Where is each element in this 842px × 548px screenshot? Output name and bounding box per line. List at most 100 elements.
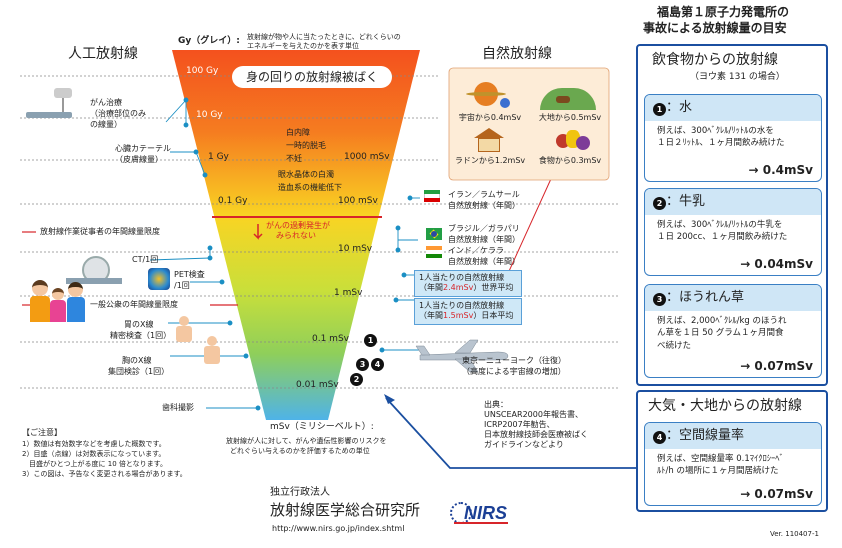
- ct-scanner-icon: [66, 256, 124, 290]
- scale-lines: [20, 75, 620, 389]
- gy-unit-label: Gy（グレイ）:: [178, 36, 240, 46]
- notes-title: 【ご注意】: [22, 428, 62, 437]
- natural-food: 食物から0.3mSv: [538, 156, 602, 165]
- source-4: 日本放射線技師会医療被ばく: [484, 430, 588, 439]
- chest-xray-2: 集団検診（1回）: [108, 367, 170, 376]
- source-3: ICRP2007年勧告、: [484, 420, 555, 429]
- marker-4: 4: [371, 358, 384, 371]
- level-10msv: 10 mSv: [338, 244, 373, 254]
- level-01gy: 0.1 Gy: [218, 196, 248, 206]
- notes-line-4: 3）この図は、予告なく変更される場合があります。: [22, 470, 187, 478]
- level-10gy: 10 Gy: [196, 110, 223, 120]
- world-average-box: 1人当たりの自然放射線 （年間2.4mSv）世界平均: [414, 270, 522, 297]
- food-panel-title: 飲食物からの放射線: [652, 52, 778, 68]
- cancer-treatment-3: の線量）: [90, 120, 122, 129]
- card-spinach: 3：ほうれん草 例えば、2,000ﾍﾞｸﾚﾙ/kg のほうれ ん草を１日 50 …: [644, 284, 822, 378]
- airplane-icon: [415, 339, 509, 373]
- food-icon: [556, 128, 592, 152]
- card-air: 4：空間線量率 例えば、空間線量率 0.1ﾏｲｸﾛｼｰﾍﾞ ﾙﾄ/h の場所に１…: [644, 422, 822, 506]
- india-2: 自然放射線（年間）: [448, 257, 520, 266]
- planets-icon: [462, 80, 514, 110]
- level-1msv: 1 mSv: [334, 288, 363, 298]
- cancer-note-2: みられない: [276, 231, 316, 240]
- panel-title-1: 福島第１原子力発電所の: [657, 5, 790, 19]
- pyramid-banner: 身の回りの放射線被ばく: [232, 66, 392, 88]
- stomach-xray-1: 胃のX線: [124, 320, 154, 329]
- version: Ver. 110407-1: [770, 530, 819, 538]
- level-01msv: 0.1 mSv: [312, 334, 349, 344]
- panel-title-2: 事故による放射線量の目安: [643, 21, 787, 35]
- treatment-bed-icon: [26, 88, 74, 122]
- source-1: 出典：: [484, 400, 508, 409]
- msv-unit-desc-1: 放射線が人に対して、がんや遺伝性影響のリスクを: [226, 437, 387, 445]
- iran-1: イラン／ラムサール: [448, 190, 520, 199]
- marker-1: 1: [364, 334, 377, 347]
- catheter-1: 心臓カテーテル: [115, 144, 171, 153]
- gy-unit-desc-1: 放射線が物や人に当たったときに、どれくらいの: [247, 33, 401, 41]
- world-1: 1人当たりの自然放射線: [419, 273, 505, 282]
- food-panel: 飲食物からの放射線 （ヨウ素 131 の場合） 1：水 例えば、300ﾍﾞｸﾚﾙ…: [636, 44, 828, 386]
- level-1gy: 1 Gy: [208, 152, 229, 162]
- india-1: インド／ケララ: [448, 246, 504, 255]
- flight-1: 東京ーニューヨーク（往復）: [462, 356, 566, 365]
- left-title: 人工放射線: [68, 46, 138, 62]
- msv-unit-desc-2: どれぐらい与えるのかを評価するための単位: [230, 447, 370, 455]
- pet-scan-icon: [148, 268, 170, 290]
- org-type: 独立行政法人: [270, 487, 330, 498]
- japan-average-box: 1人当たりの自然放射線 （年間1.5mSv）日本平均: [414, 298, 522, 325]
- notes-line-2: 2）目盛（点線）は対数表示になっています。: [22, 450, 166, 458]
- stomach-xray-2: 精密検査（1回）: [110, 331, 172, 340]
- ct-label: CT/1回: [132, 255, 159, 264]
- nirs-logo-icon: NIRS: [450, 500, 510, 526]
- catheter-2: （皮膚線量）: [115, 155, 163, 164]
- world-2: （年間2.4mSv）世界平均: [419, 283, 514, 293]
- notes-line-1: 1）数値は有効数字などを考慮した概数です。: [22, 440, 166, 448]
- org-url[interactable]: http://www.nirs.go.jp/index.shtml: [272, 524, 405, 533]
- water-value: → 0.4mSv: [748, 163, 813, 177]
- org-name: 放射線医学総合研究所: [270, 501, 421, 519]
- person-icon-2: [204, 336, 220, 364]
- natural-space: 宇宙から0.4mSv: [458, 113, 522, 122]
- level-1000msv: 1000 mSv: [344, 152, 390, 162]
- cancer-note-1: がんの過剰発生が: [266, 221, 330, 230]
- marker-2: 2: [350, 373, 363, 386]
- spinach-value: → 0.07mSv: [740, 359, 813, 373]
- level-100msv: 100 mSv: [338, 196, 378, 206]
- cancer-treatment-2: （治療部位のみ: [90, 109, 146, 118]
- dental-label: 歯科撮影: [162, 403, 194, 412]
- cancer-treatment-1: がん治療: [90, 98, 122, 107]
- pet-label-1: PET検査: [174, 270, 205, 279]
- house-icon: [474, 128, 504, 152]
- notes-line-3: 目盛がひとつ上がる度に 10 倍となります。: [22, 460, 167, 468]
- japan-2: （年間1.5mSv）日本平均: [419, 311, 514, 321]
- card-milk: 2：牛乳 例えば、300ﾍﾞｸﾚﾙ/ﾘｯﾄﾙの牛乳を １日 200cc、１ヶ月間…: [644, 188, 822, 276]
- family-icon: [30, 276, 90, 326]
- natural-earth: 大地から0.5mSv: [538, 113, 602, 122]
- air-panel-title: 大気・大地からの放射線: [648, 398, 802, 414]
- right-title: 自然放射線: [482, 46, 552, 62]
- india-flag-icon: [426, 246, 442, 258]
- card-water: 1：水 例えば、300ﾍﾞｸﾚﾙ/ﾘｯﾄﾙの水を １日２ﾘｯﾄﾙ、１ヶ月間飲み続…: [644, 94, 822, 182]
- level-100gy: 100 Gy: [186, 66, 219, 76]
- effect-blood: 造血系の機能低下: [278, 183, 342, 192]
- effect-sterility: 不妊: [286, 154, 302, 163]
- brazil-flag-icon: [426, 228, 442, 240]
- gy-unit-desc-2: エネルギーを与えたのかを表す単位: [247, 42, 359, 50]
- brazil-2: 自然放射線（年間）: [448, 235, 520, 244]
- effect-lens: 眼水晶体の白濁: [278, 170, 334, 179]
- brazil-1: ブラジル／ガラパリ: [448, 224, 520, 233]
- worker-limit: 放射線作業従事者の年間線量限度: [40, 227, 160, 236]
- source-5: ガイドラインなどより: [484, 440, 564, 449]
- flight-2: （高度による宇宙線の増加）: [462, 367, 566, 376]
- food-panel-sub: （ヨウ素 131 の場合）: [690, 72, 785, 82]
- pet-label-2: /1回: [174, 281, 190, 290]
- natural-radon: ラドンから1.2mSv: [454, 156, 526, 165]
- chest-xray-1: 胸のX線: [122, 356, 152, 365]
- person-icon: [176, 316, 192, 342]
- effect-hair-loss: 一時的脱毛: [286, 141, 326, 150]
- milk-value: → 0.04mSv: [740, 257, 813, 271]
- hill-icon: [540, 80, 596, 110]
- msv-unit-label: mSv（ミリシーベルト）:: [270, 422, 374, 432]
- air-panel: 大気・大地からの放射線 4：空間線量率 例えば、空間線量率 0.1ﾏｲｸﾛｼｰﾍ…: [636, 390, 828, 512]
- level-001msv: 0.01 mSv: [296, 380, 339, 390]
